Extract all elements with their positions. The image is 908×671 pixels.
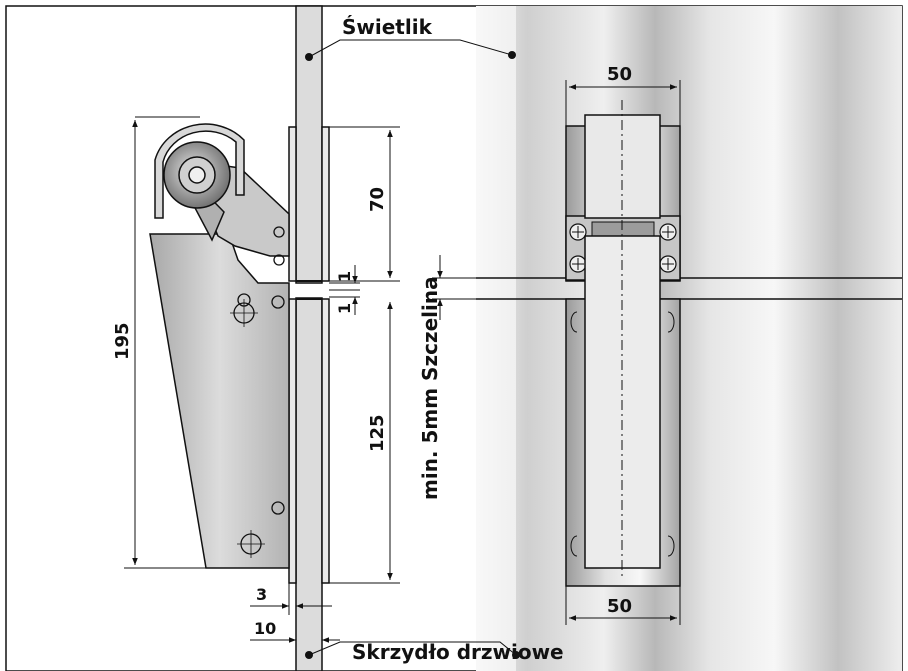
roller-guard: [154, 123, 245, 219]
dim-label-70: 70: [367, 187, 388, 212]
lower-clamp-left: [288, 298, 297, 584]
dim-label-50-bottom: 50: [607, 596, 632, 617]
dimension-195: [124, 116, 206, 569]
leader-door-leaf: [305, 641, 520, 659]
label-gap: min. 5mm Szczelina: [418, 276, 442, 500]
glass-highlight: [476, 6, 516, 671]
front-view: [432, 80, 902, 625]
side-view: [124, 5, 520, 671]
dim-label-50-top: 50: [607, 64, 632, 85]
dim-label-10: 10: [254, 619, 276, 638]
dim-label-195: 195: [112, 322, 133, 360]
screw-icon: [273, 254, 285, 266]
dimension-125: [329, 302, 400, 584]
leader-skylight: [305, 39, 516, 61]
dim-label-3: 3: [256, 585, 267, 604]
dimension-gap-1: [329, 265, 360, 315]
dimension-50-bottom: [565, 586, 681, 625]
dimension-50-top: [565, 80, 681, 126]
dimension-70: [329, 126, 400, 282]
dimension-gap-5mm: [432, 255, 476, 320]
skylight-glass-side: [295, 5, 323, 284]
label-door-leaf: Skrzydło drzwiowe: [352, 640, 564, 664]
dimension-bottom: [250, 583, 340, 650]
dim-label-gap-top: 1: [335, 271, 354, 282]
closer-housing: [149, 233, 290, 569]
label-skylight: Świetlik: [342, 15, 433, 39]
dim-label-125: 125: [367, 414, 388, 452]
upper-clamp-left: [288, 126, 297, 282]
lower-clamp-right: [321, 298, 330, 584]
door-glass-side: [295, 297, 323, 671]
dim-label-gap-bottom: 1: [335, 303, 354, 314]
upper-clamp-right: [321, 126, 330, 282]
glass-background: [476, 6, 902, 671]
screw-icon: [273, 226, 285, 238]
